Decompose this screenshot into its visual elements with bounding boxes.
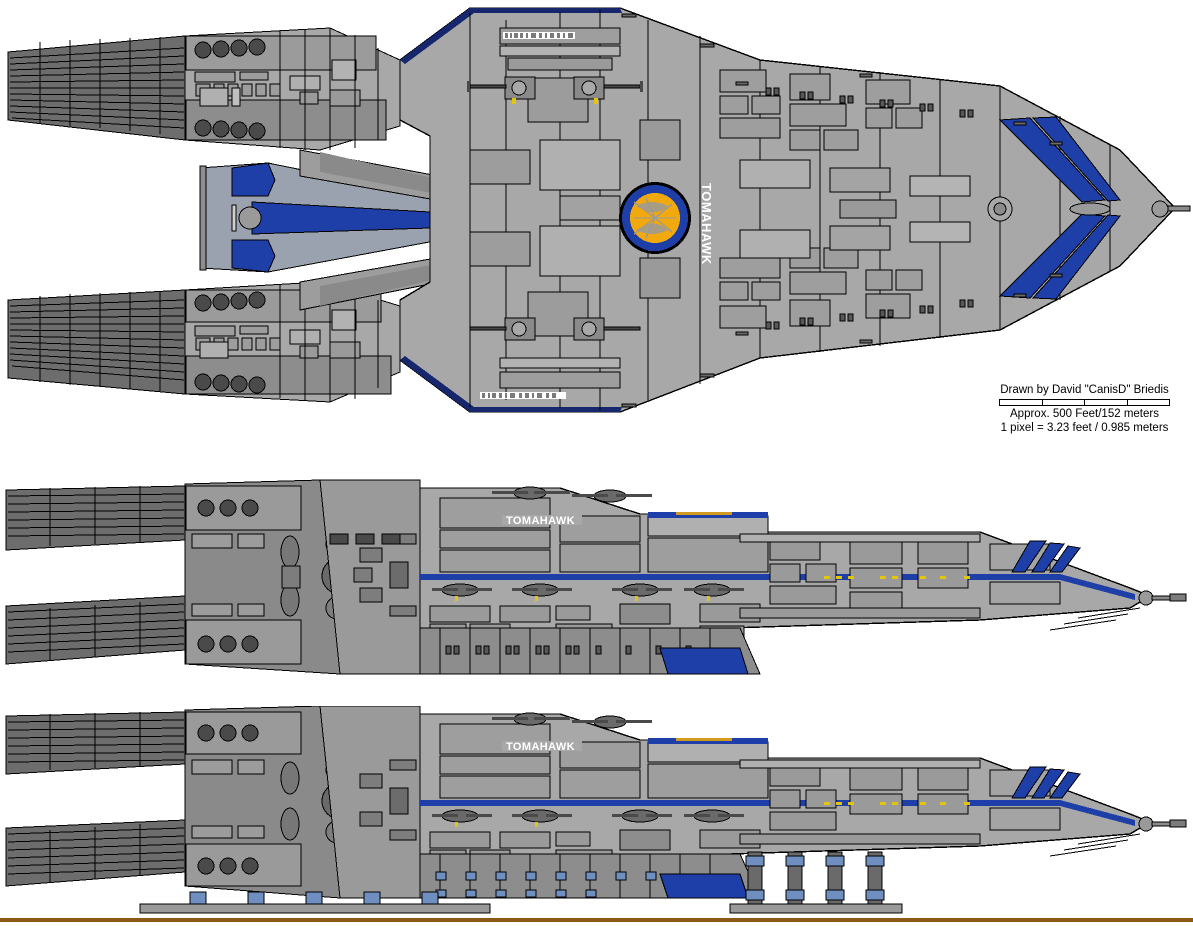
svg-text:TOMAHAWK: TOMAHAWK (506, 515, 575, 527)
side-weapon-mounts-upper (329, 533, 401, 545)
main-hull-top (399, 7, 1191, 413)
hull-blue-stripe (420, 574, 1060, 580)
scale-caption: Approx. 500 Feet/152 meters (1010, 408, 1159, 420)
landing-gear-aft (139, 891, 491, 914)
top-view: TOMAHAWK (0, 0, 1193, 440)
side-bow-blue-slashes (1011, 540, 1081, 573)
running-lights (824, 576, 970, 579)
side-dorsal-turrets (492, 486, 652, 503)
bottom-hull-blue-stripe (420, 800, 1060, 806)
svg-text:TOMAHAWK: TOMAHAWK (506, 741, 575, 753)
bottom-bow-blue-slashes (1011, 766, 1081, 799)
squadron-emblem (619, 182, 691, 254)
spine-blue-marking-lower (231, 239, 276, 273)
dorsal-turret-pair (467, 76, 643, 104)
forward-deck-blue-edge-upper (470, 8, 622, 13)
credit-and-scale-block: Drawn by David "CanisD" Briedis Approx. … (982, 383, 1187, 435)
side-view: TOMAHAWK (0, 478, 1193, 704)
spine-dome (238, 206, 262, 230)
upper-thruster-cluster (194, 38, 266, 140)
side-exhaust-upper (5, 485, 186, 551)
lower-engine-exhaust (7, 289, 186, 395)
side-main-hull: TOMAHAWK (419, 486, 1187, 675)
hull-name-side: TOMAHAWK (502, 515, 582, 527)
gear-foot-pad-aft (139, 903, 491, 914)
bottom-exhaust-upper (5, 711, 186, 775)
spine-blue-marking-upper (231, 162, 276, 197)
hull-name-vertical: TOMAHAWK (699, 183, 714, 265)
gear-bay-pads (435, 871, 657, 898)
forward-deck-blue-edge-lower (470, 407, 622, 412)
below-ground-area (0, 922, 1193, 929)
pixel-scale-caption: 1 pixel = 3.23 feet / 0.985 meters (1000, 422, 1169, 434)
upper-engine-exhaust (7, 35, 186, 141)
side-exhaust-lower (5, 595, 186, 665)
scale-segment (1000, 400, 1043, 405)
bottom-view: TOMAHAWK (0, 706, 1193, 922)
bottom-dorsal-turrets (492, 712, 652, 729)
scale-segment (1085, 400, 1128, 405)
ventral-fin (659, 647, 749, 675)
hull-name-bottom: TOMAHAWK (502, 741, 582, 753)
bottom-exhaust-lower (5, 819, 186, 887)
svg-text:TOMAHAWK: TOMAHAWK (699, 183, 714, 265)
scale-segment (1128, 400, 1170, 405)
lower-engine-nacelle (184, 281, 401, 403)
lower-thruster-cluster (194, 291, 266, 394)
bow-blue-chevrons (998, 116, 1121, 300)
gear-foot-pad-forward (729, 903, 903, 914)
upper-engine-nacelle (184, 27, 401, 151)
bottom-machinery-bay (319, 706, 421, 899)
bottom-main-hull: TOMAHAWK (419, 712, 1187, 899)
ground-line (0, 918, 1193, 922)
scale-segment (1043, 400, 1085, 405)
bottom-gun-batteries (432, 809, 744, 827)
stencil-text-strip-top (503, 32, 575, 39)
scale-bar (999, 399, 1170, 406)
stencil-text-strip-bottom (480, 392, 566, 399)
bottom-ventral-fin (659, 873, 749, 899)
landing-gear-forward (729, 851, 903, 914)
bottom-engine-block (184, 706, 359, 899)
artist-credit: Drawn by David "CanisD" Briedis (1000, 384, 1169, 396)
side-gun-batteries (432, 583, 744, 601)
dorsal-turret-pair-lower (469, 317, 641, 341)
